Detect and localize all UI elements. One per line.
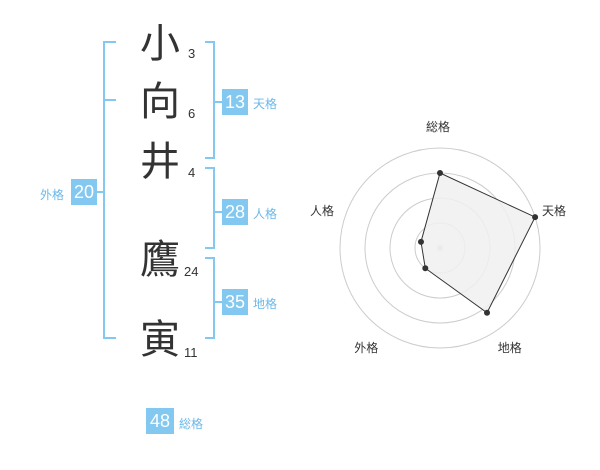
radar-point-2 <box>532 214 539 221</box>
radar-point-4 <box>422 265 429 272</box>
tenkaku-value: 13 <box>222 89 248 115</box>
jinkaku-label: 人格 <box>253 207 278 221</box>
radar-polygon <box>420 172 536 314</box>
chikaku-label: 地格 <box>253 297 278 311</box>
soukaku-value: 48 <box>146 408 174 434</box>
gaikaku-label: 外格 <box>40 188 65 202</box>
gaikaku-value: 20 <box>71 179 97 205</box>
radar-axis-label-3: 地格 <box>497 340 522 355</box>
stroke-count-3: 4 <box>188 165 196 180</box>
chikaku-value: 35 <box>222 289 248 315</box>
stroke-count-4: 24 <box>184 264 199 279</box>
radar-grid-ring <box>339 147 541 349</box>
radar-axis-label-5: 人格 <box>309 204 334 219</box>
jinkaku-value: 28 <box>222 199 248 225</box>
radar-point-1 <box>437 170 443 176</box>
chikaku-bracket <box>205 257 215 339</box>
stroke-count-2: 6 <box>188 106 196 121</box>
radar-axis-label-1: 総格 <box>426 120 451 134</box>
name-char-5: 寅 <box>140 317 180 363</box>
tenkaku-bracket <box>205 41 215 159</box>
tenkaku-label: 天格 <box>253 97 278 111</box>
name-char-2: 向 <box>140 79 180 125</box>
stroke-count-1: 3 <box>188 46 196 61</box>
stroke-count-5: 11 <box>184 345 198 360</box>
name-char-1: 小 <box>140 21 180 67</box>
radar-point-5 <box>417 238 424 245</box>
soukaku-label: 総格 <box>179 417 204 431</box>
radar-axis-label-2: 天格 <box>542 204 567 219</box>
jinkaku-bracket <box>205 167 215 249</box>
name-char-4: 鷹 <box>140 237 180 283</box>
radar-point-3 <box>484 309 491 316</box>
name-char-3: 井 <box>140 139 180 185</box>
gaikaku-bracket <box>103 41 116 339</box>
radar-axis-label-4: 外格 <box>354 340 379 355</box>
